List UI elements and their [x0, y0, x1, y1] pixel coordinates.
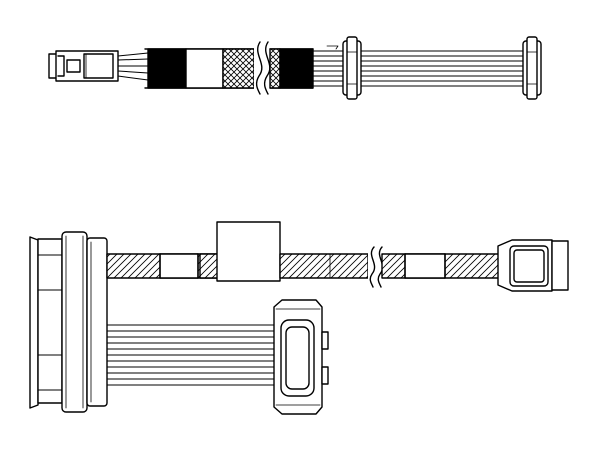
lower-inline-block [199, 221, 281, 282]
upper-sleeve-right [269, 48, 314, 89]
upper-break-symbol [254, 41, 271, 95]
upper-end-power-connector [522, 36, 542, 100]
upper-sleeve-left [144, 48, 255, 89]
upper-wires-to-middle [312, 45, 344, 87]
lower-cable-right [381, 253, 501, 279]
lower-fanout-wires [106, 324, 282, 386]
lower-host-connector [29, 231, 108, 413]
upper-middle-power-connector [342, 36, 362, 100]
upper-left-power-connector [48, 50, 119, 82]
upper-fanin-wires [117, 52, 149, 81]
upper-wires-to-end [360, 50, 524, 87]
lower-break-symbol [368, 246, 385, 288]
lower-cable-middle [279, 253, 369, 279]
upper-cable-assembly [48, 36, 542, 100]
lower-sata-end-connector [497, 239, 569, 292]
lower-cable-assembly [29, 221, 569, 415]
lower-fanout-power-connector [273, 299, 329, 415]
